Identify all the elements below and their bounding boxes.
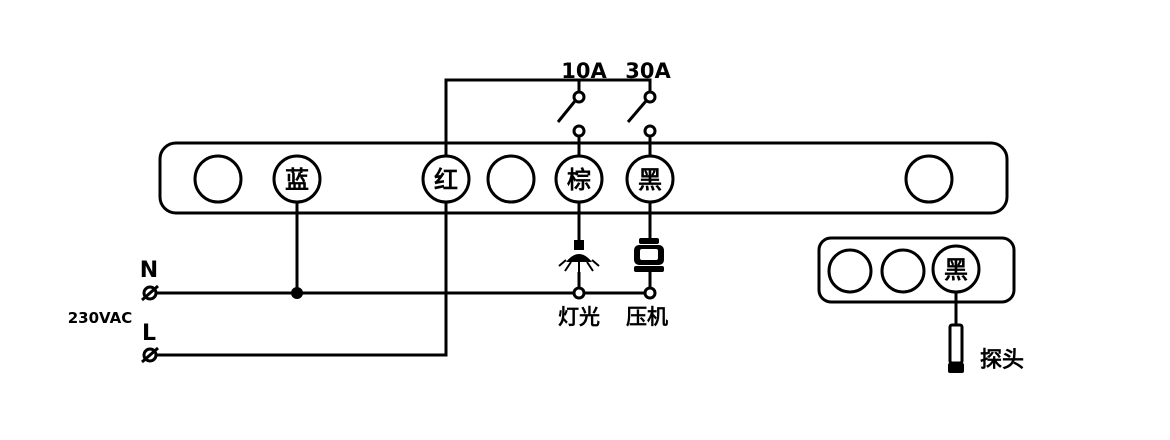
terminal-blue-label: 蓝	[285, 166, 309, 194]
live-terminal-symbol	[141, 346, 159, 364]
probe-terminal-empty-2	[880, 248, 926, 294]
relay-30a-rating: 30A	[625, 59, 671, 83]
supply-voltage-label: 230VAC	[68, 309, 133, 327]
main-terminal-block	[158, 141, 1009, 215]
neutral-label: N	[140, 258, 158, 283]
relay-10a-bottom-contact	[572, 124, 586, 138]
terminal-red-label: 红	[434, 166, 458, 194]
light-bulb-icon	[558, 240, 600, 272]
neutral-terminal-symbol	[141, 284, 159, 302]
terminal-empty-3	[904, 154, 954, 204]
live-label: L	[142, 321, 156, 346]
relay-10a-rating: 10A	[561, 59, 607, 83]
relay-30a-bottom-contact	[643, 124, 657, 138]
compressor-label: 压机	[626, 305, 668, 329]
terminal-empty-2	[486, 154, 536, 204]
temperature-probe-icon	[948, 323, 964, 373]
terminal-black-label: 黑	[638, 166, 662, 194]
relay-10a-top-contact	[572, 90, 586, 104]
neutral-junction-dot	[291, 287, 303, 299]
compressor-icon	[634, 238, 664, 272]
relay-30a-switch-blade	[626, 100, 648, 123]
probe-terminal-block	[817, 236, 1016, 304]
probe-label: 探头	[980, 347, 1024, 373]
red-to-relay-bus-wire	[444, 78, 652, 156]
terminal-empty-1	[193, 154, 243, 204]
light-neutral-node	[572, 286, 586, 300]
live-wire	[156, 202, 448, 357]
relay-30a-top-contact	[643, 90, 657, 104]
probe-terminal-black-label: 黑	[944, 256, 968, 284]
terminal-brown-label: 棕	[567, 166, 591, 194]
relay-10a-switch-blade	[556, 100, 577, 123]
light-label: 灯光	[558, 305, 600, 329]
compressor-neutral-node	[643, 286, 657, 300]
probe-terminal-empty-1	[827, 248, 873, 294]
